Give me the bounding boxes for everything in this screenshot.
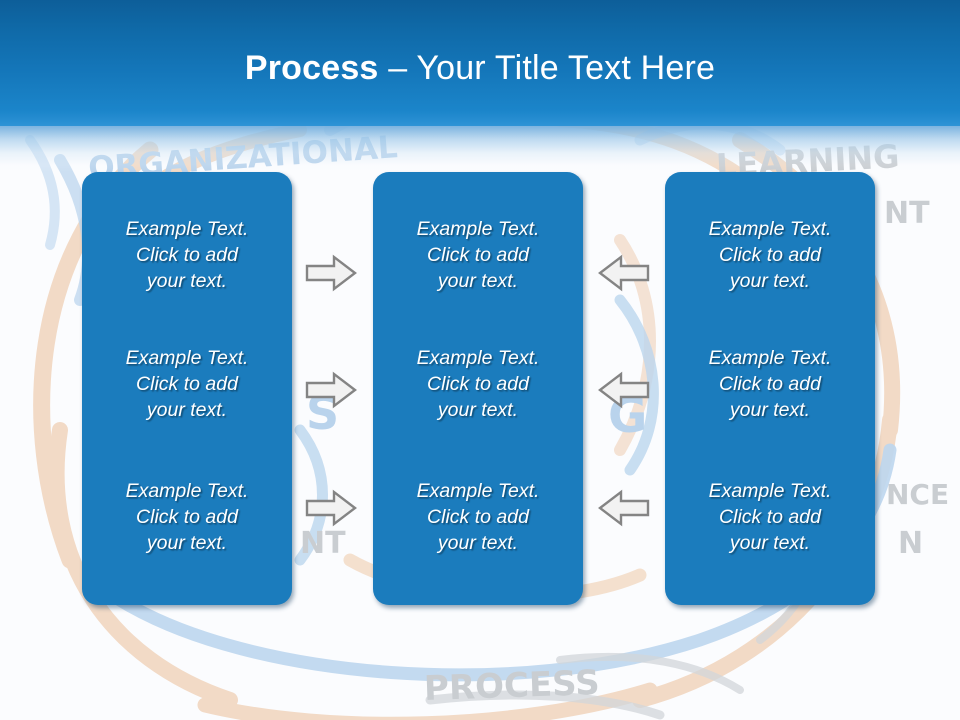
page-title: Process – Your Title Text Here	[0, 48, 960, 88]
process-cell-3-3[interactable]: Example Text. Click to add your text.	[708, 480, 832, 554]
process-column-3[interactable]: Example Text. Click to add your text. Ex…	[665, 172, 875, 605]
header-band	[0, 0, 960, 126]
process-cell-1-1[interactable]: Example Text. Click to add your text.	[125, 218, 249, 292]
page-title-bold: Process	[244, 49, 379, 87]
sketch-word-n-right: N	[898, 526, 924, 561]
sketch-word-nce: NCE	[886, 478, 950, 511]
process-cell-1-3[interactable]: Example Text. Click to add your text.	[125, 480, 249, 554]
arrow-left-icon-1[interactable]	[598, 254, 650, 292]
arrow-right-icon-3[interactable]	[305, 489, 357, 527]
process-cell-2-1[interactable]: Example Text. Click to add your text.	[416, 218, 540, 292]
arrow-right-icon-2[interactable]	[305, 371, 357, 409]
process-cell-2-2[interactable]: Example Text. Click to add your text.	[416, 347, 540, 421]
process-cell-1-2[interactable]: Example Text. Click to add your text.	[125, 347, 249, 421]
process-cell-2-3[interactable]: Example Text. Click to add your text.	[416, 480, 540, 554]
page-title-rest: – Your Title Text Here	[378, 49, 716, 87]
sketch-word-process: PROCESS	[423, 662, 601, 710]
sketch-word-nt-bottomleft: NT	[300, 526, 346, 561]
arrow-left-icon-3[interactable]	[598, 489, 650, 527]
process-column-2[interactable]: Example Text. Click to add your text. Ex…	[373, 172, 583, 605]
process-column-1[interactable]: Example Text. Click to add your text. Ex…	[82, 172, 292, 605]
sketch-word-nt-topright: NT	[884, 196, 930, 231]
header-gradient-fade	[0, 126, 960, 172]
arrow-left-icon-2[interactable]	[598, 371, 650, 409]
process-cell-3-2[interactable]: Example Text. Click to add your text.	[708, 347, 832, 421]
arrow-right-icon-1[interactable]	[305, 254, 357, 292]
process-cell-3-1[interactable]: Example Text. Click to add your text.	[708, 218, 832, 292]
